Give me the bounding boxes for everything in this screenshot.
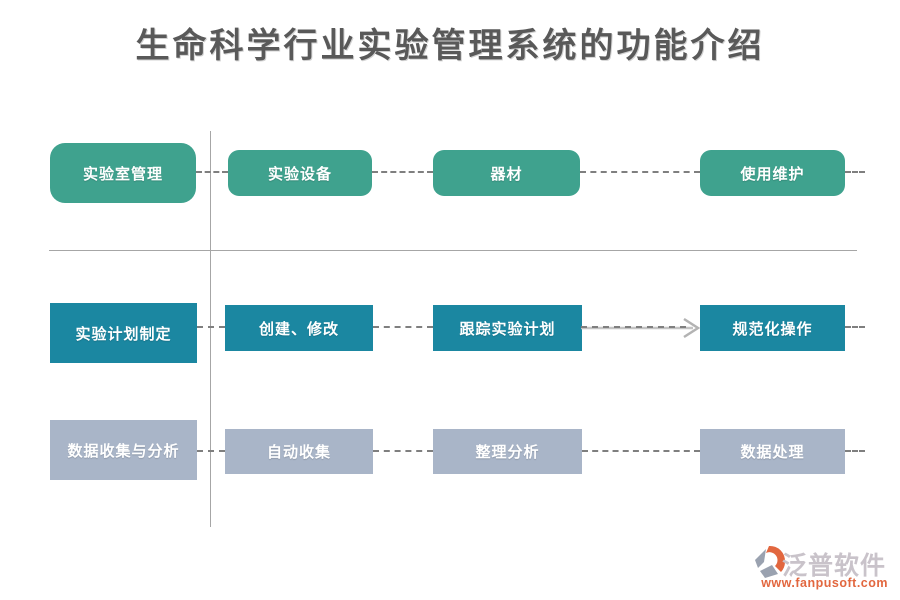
dashed-connector bbox=[845, 450, 865, 452]
node-auto-collect: 自动收集 bbox=[225, 429, 373, 474]
brand-footer: 泛普软件 www.fanpusoft.com bbox=[752, 545, 888, 590]
node-standardized-operation: 规范化操作 bbox=[700, 305, 845, 351]
node-organize-analyze: 整理分析 bbox=[433, 429, 582, 474]
dashed-connector bbox=[372, 171, 433, 173]
node-experiment-plan-making: 实验计划制定 bbox=[50, 303, 197, 363]
dashed-connector bbox=[373, 326, 433, 328]
node-track-experiment-plan: 跟踪实验计划 bbox=[433, 305, 582, 351]
node-instruments: 器材 bbox=[433, 150, 580, 196]
dashed-connector bbox=[373, 450, 433, 452]
brand-name: 泛普软件 bbox=[781, 552, 886, 580]
node-create-modify: 创建、修改 bbox=[225, 305, 373, 351]
page-title: 生命科学行业实验管理系统的功能介绍 bbox=[135, 28, 765, 65]
dashed-connector bbox=[845, 326, 865, 328]
dashed-connector bbox=[197, 326, 225, 328]
dashed-connector bbox=[582, 450, 700, 452]
node-lab-equipment: 实验设备 bbox=[228, 150, 372, 196]
node-lab-management: 实验室管理 bbox=[50, 143, 196, 203]
brand-url: www.fanpusoft.com bbox=[761, 576, 888, 590]
node-data-processing: 数据处理 bbox=[700, 429, 845, 474]
flow-arrow bbox=[581, 315, 703, 341]
horizontal-divider-line bbox=[49, 250, 857, 251]
node-usage-maintenance: 使用维护 bbox=[700, 150, 845, 196]
node-data-collection-analysis: 数据收集与分析 bbox=[50, 420, 197, 480]
fanpu-logo-icon bbox=[755, 545, 786, 578]
dashed-connector bbox=[580, 171, 700, 173]
dashed-connector bbox=[845, 171, 865, 173]
dashed-connector bbox=[197, 450, 225, 452]
vertical-divider-line bbox=[210, 131, 211, 527]
dashed-connector bbox=[196, 171, 228, 173]
